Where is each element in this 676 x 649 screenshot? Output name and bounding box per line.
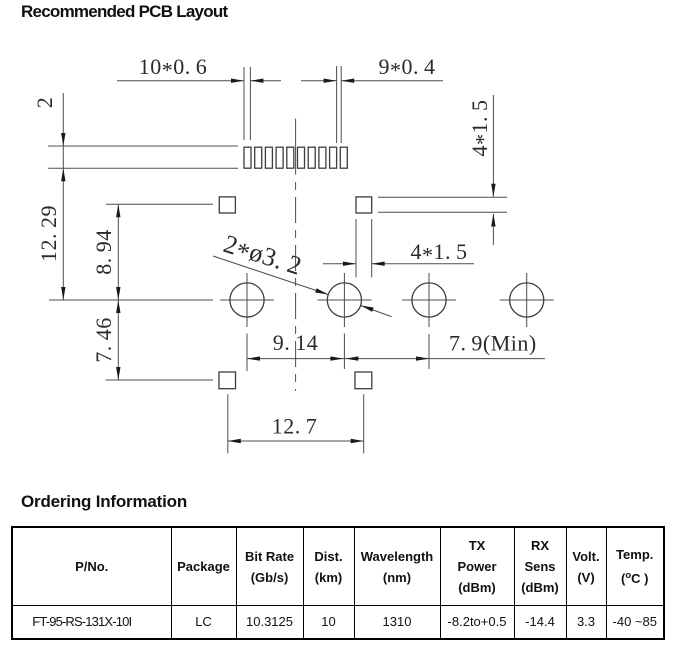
hole-ext-lines (246, 333, 430, 371)
hole-2 (326, 282, 363, 318)
degree-symbol: o (625, 570, 632, 581)
hole-1 (229, 282, 265, 318)
drawing-lines (48, 66, 554, 454)
header-pno: P/No. (11, 526, 172, 606)
cell-pno: FT-95-RS-131X-10I (11, 605, 172, 639)
dim-track-width: 4*1. 5 (467, 100, 495, 157)
square-ext-lines (355, 219, 373, 278)
header-wavelength: Wavelength(nm) (353, 526, 441, 606)
hole1-crosshair (220, 273, 274, 327)
pad-gap-ext-lines (336, 66, 342, 143)
dimension-arrows (61, 78, 496, 444)
dim-body-to-center: 12. 29 (36, 205, 61, 262)
cell-temp: -40 ~85 (605, 605, 665, 639)
header-volt: Volt.(V) (565, 526, 607, 606)
square-pad-bottom-left (218, 371, 237, 390)
hole4-crosshair (499, 273, 554, 327)
square-pad-bottom-right (354, 371, 373, 390)
dim-bottom-span: 12. 7 (272, 414, 317, 439)
header-temp: Temp.(oC ) (605, 526, 665, 606)
dim-square-pitch: 4*1. 5 (411, 239, 468, 267)
hole-4 (508, 282, 545, 318)
header-dist: Dist.(km) (302, 526, 355, 606)
hole3-crosshair (402, 273, 456, 327)
cell-volt: 3.3 (565, 605, 607, 639)
cell-wavelength: 1310 (353, 605, 441, 639)
dim-pad-width: 10*0. 6 (139, 54, 207, 82)
square-pad-top-left (218, 196, 237, 214)
pad-row (243, 146, 348, 169)
table-header-row: P/No. Package Bit Rate(Gb/s) Dist.(km) W… (11, 526, 665, 606)
drawing-shapes (218, 146, 545, 390)
ordering-information-title: Ordering Information (21, 492, 188, 511)
dim-square-to-center: 8. 94 (91, 229, 116, 274)
table-data-row: FT-95-RS-131X-10I LC 10.3125 10 1310 -8.… (11, 605, 665, 639)
dimension-labels: 10*0. 6 9*0. 4 2 12. 29 8. 94 7. 46 4*1.… (32, 54, 537, 439)
header-bitrate: Bit Rate(Gb/s) (235, 526, 304, 606)
pad-width-ext-lines (243, 67, 251, 140)
cell-dist: 10 (302, 605, 355, 639)
track-lines (378, 196, 507, 213)
hole-3 (411, 282, 447, 318)
hole-leader-line-1 (212, 255, 329, 295)
bottom-ext-lines (227, 394, 365, 454)
header-package: Package (170, 526, 237, 606)
dim-hole-dia: 2*ø3. 2 (219, 229, 305, 284)
pcb-layout-drawing: 10*0. 6 9*0. 4 2 12. 29 8. 94 7. 46 4*1.… (32, 54, 554, 454)
pcb-layout-title: Recommended PCB Layout (21, 2, 228, 21)
dim-hole-span: 9. 14 (273, 330, 318, 355)
cell-package: LC (170, 605, 237, 639)
dim-clearance: 7. 9(Min) (449, 331, 537, 356)
dim-center-to-square: 7. 46 (91, 317, 116, 362)
cell-rx-sens: -14.4 (513, 605, 567, 639)
cell-bitrate: 10.3125 (235, 605, 304, 639)
square-pad-top-right (355, 196, 373, 214)
ordering-table: P/No. Package Bit Rate(Gb/s) Dist.(km) W… (11, 526, 665, 640)
dim-pad-height: 2 (32, 97, 57, 109)
dim-pad-gap: 9*0. 4 (379, 54, 436, 82)
cell-tx-power: -8.2to+0.5 (439, 605, 515, 639)
hole2-crosshair (317, 273, 372, 327)
